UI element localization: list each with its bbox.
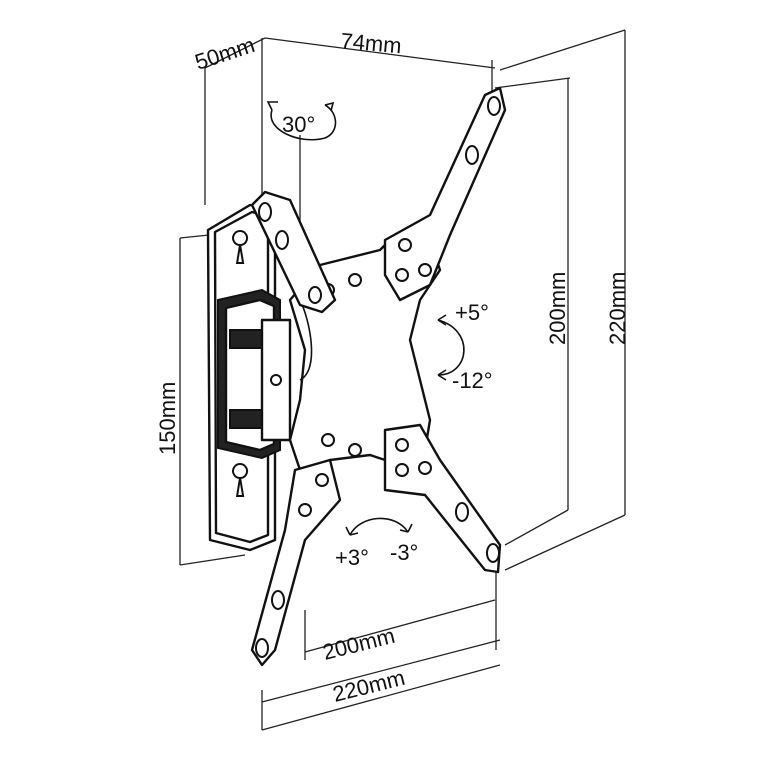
wall-plate (206, 203, 292, 552)
vesa-arm-bottom-right (383, 423, 502, 574)
tilt-up-label: +5° (455, 300, 489, 325)
swivel-angle-label: 30° (282, 112, 315, 137)
vesa-arm-bottom-left (250, 458, 342, 667)
dimension-lines (179, 29, 626, 731)
vesa-arm-top-right (383, 86, 507, 302)
rotate-plus-label: +3° (335, 545, 369, 570)
keyhole-slot-bottom (232, 463, 249, 497)
arm-offset-label: 74mm (340, 28, 403, 58)
tilt-arrow (437, 314, 465, 381)
depth-label: 50mm (192, 32, 258, 75)
wall-plate-height-label: 150mm (155, 382, 180, 455)
vesa-vertical-inner-label: 200mm (545, 272, 570, 345)
rotate-minus-label: -3° (390, 540, 418, 565)
keyhole-slot-top (232, 230, 249, 264)
vesa-vertical-outer-label: 220mm (605, 272, 630, 345)
vesa-arm-top-left (250, 190, 337, 314)
swivel-arrow (266, 101, 337, 141)
vesa-horizontal-inner-label: 200mm (320, 623, 397, 665)
tilt-down-label: -12° (452, 368, 493, 393)
rotation-arrow (345, 517, 413, 536)
